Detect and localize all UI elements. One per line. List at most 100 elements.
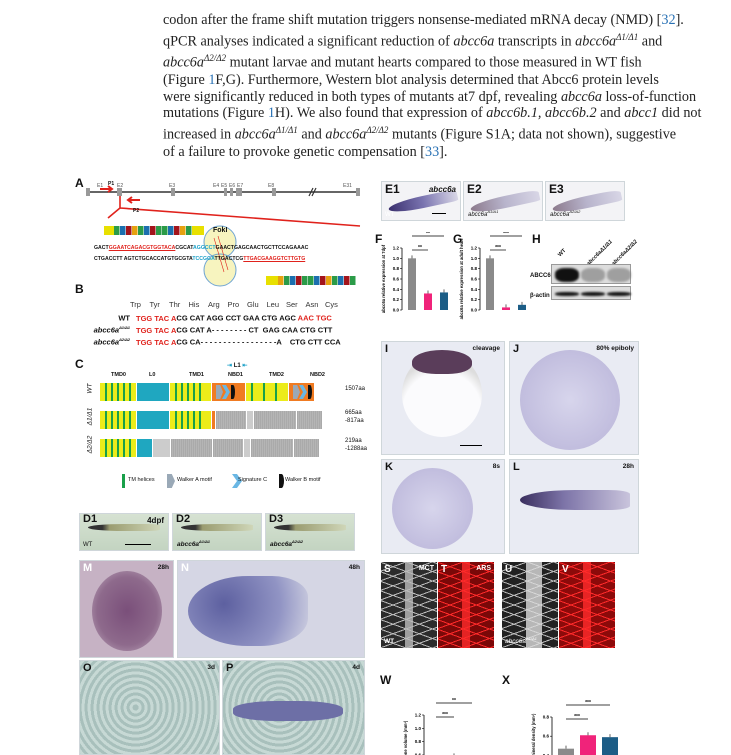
- nucleotide-block: [150, 226, 156, 235]
- l1-label: ⇥ L1 ⇤: [227, 362, 247, 369]
- tm-helix: [175, 411, 177, 429]
- amino-acid: Ser: [286, 300, 306, 309]
- exon-label-e4: E4: [213, 183, 219, 189]
- protein-domain: [100, 383, 136, 401]
- panel-label: N: [181, 562, 189, 574]
- legend-label: TM helices: [128, 477, 155, 483]
- domain-header: L0: [149, 372, 155, 378]
- protein-domain: [170, 411, 211, 429]
- text-run: and: [638, 34, 662, 50]
- panel-label-h: H: [532, 232, 541, 246]
- seq-red: AAC TGC: [298, 314, 332, 323]
- tm-helix: [129, 383, 131, 401]
- bar: [486, 258, 494, 310]
- paragraph-line: of a failure to provoke genetic compensa…: [163, 144, 568, 161]
- protein-domain: [137, 439, 152, 457]
- text-run: 33: [425, 144, 439, 160]
- legend-label: Walker A motif: [177, 477, 212, 483]
- amino-acid: Leu: [267, 300, 287, 309]
- y-tick-label: 1.0: [471, 256, 478, 261]
- text-run: mutant larvae and mutant hearts compared…: [226, 55, 642, 71]
- panel-label: L: [513, 461, 520, 473]
- protein-domain: [153, 439, 170, 457]
- nucleotide-block: [296, 276, 302, 285]
- paragraph-line: (Figure 1F,G). Furthermore, Western blot…: [163, 72, 568, 89]
- tm-helix: [111, 383, 113, 401]
- primer-p2: P2: [133, 208, 139, 214]
- amino-acid: Trp: [130, 300, 150, 309]
- y-tick-label: 0.8: [415, 739, 422, 744]
- tm-helix: [193, 383, 195, 401]
- panel-label: E2: [467, 182, 482, 196]
- walker-a-motif: [216, 385, 223, 399]
- seq-red: TGG TAC A: [136, 338, 176, 347]
- y-tick-label: 1.0: [415, 726, 422, 731]
- bar: [580, 735, 596, 755]
- row-genotype: Δ2/Δ2: [87, 435, 94, 455]
- y-tick-label: 0.8: [543, 715, 550, 720]
- text-run: ].: [676, 12, 684, 28]
- seq-red: TGG TAC A: [136, 326, 176, 335]
- bar: [424, 293, 432, 310]
- bone-image-v: V: [559, 562, 615, 648]
- seq-part: TTGACGAAGGTCTTGTG: [243, 256, 305, 262]
- exon-label-e8: E8: [268, 183, 274, 189]
- text-run: 32: [661, 12, 675, 28]
- exon-label-e31: E31: [343, 183, 352, 189]
- tm-helix: [263, 383, 265, 401]
- legend-swatch-icon: [279, 474, 284, 488]
- walker-b-motif: [231, 385, 235, 399]
- nucleotide-block: [126, 226, 132, 235]
- tm-helix: [187, 383, 189, 401]
- nucleotide-block: [278, 276, 284, 285]
- domain-header: NBD2: [310, 372, 325, 378]
- tm-helix: [251, 383, 253, 401]
- protein-length: 665aa: [345, 410, 362, 416]
- amino-acid: Cys: [325, 300, 345, 309]
- embryo: [392, 468, 473, 549]
- blot-strip: [551, 264, 631, 284]
- genotype-label: abcc6aΔ1/Δ1: [505, 636, 537, 645]
- text-run: abcc1: [624, 105, 658, 121]
- protein-domain: [212, 411, 215, 429]
- amino-acid: His: [189, 300, 209, 309]
- scale-bar: [432, 213, 446, 215]
- significance-label: ***: [503, 232, 509, 237]
- nucleotide-block: [308, 276, 314, 285]
- signature-c-motif: [299, 385, 307, 399]
- seq-part: CGCAT: [175, 245, 193, 251]
- seq-black: CG CAT A- - - - - - - - CT GAG CAA CTG C…: [176, 326, 332, 335]
- protein-length: -1288aa: [345, 446, 367, 452]
- amino-acid: Glu: [247, 300, 267, 309]
- panel-label: K: [385, 461, 393, 473]
- sequence-top: GACTGGAATCAGACGTGGTACACGCATAGGCCTGAACTGA…: [94, 245, 308, 251]
- y-tick-label: 0.8: [471, 266, 478, 271]
- panel-label: O: [83, 662, 92, 674]
- text-run: did not: [658, 105, 701, 121]
- tm-helix: [175, 383, 177, 401]
- text-run: increased in: [163, 127, 235, 143]
- panel-label: U: [505, 564, 512, 575]
- nucleotide-block: [162, 226, 168, 235]
- text-run: abcc6a: [235, 127, 276, 143]
- band-label: β-actin: [530, 293, 550, 299]
- protein-band: [555, 292, 579, 296]
- head-stain: [92, 571, 162, 651]
- text-run: of a failure to provoke genetic compensa…: [163, 144, 425, 160]
- text-run: abcc6a: [561, 89, 602, 105]
- genotype-sup: Δ2/Δ2: [569, 209, 580, 214]
- stage-label: 28h: [158, 564, 169, 571]
- text-run: transcripts in: [494, 34, 575, 50]
- exon-label-e1: E1: [97, 183, 103, 189]
- y-tick-label: 0.6: [471, 277, 478, 282]
